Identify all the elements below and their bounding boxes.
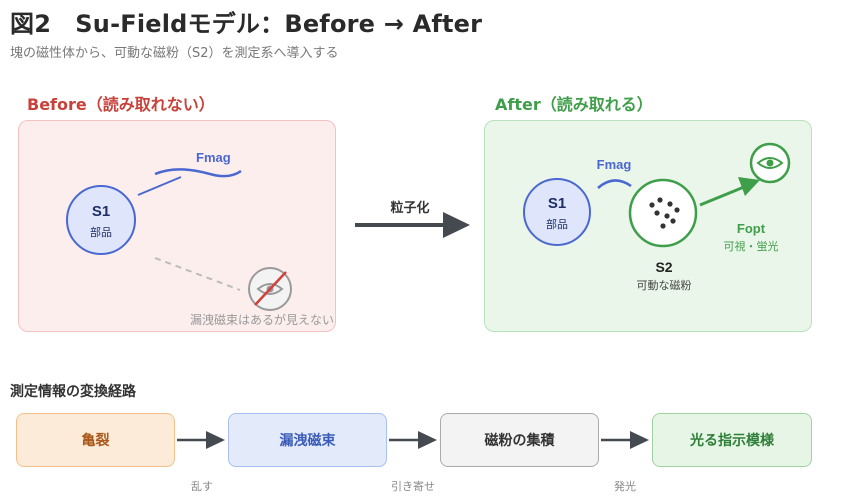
after-s2-node: S2 可動な磁粉 — [628, 178, 698, 292]
before-s1-sub: 部品 — [90, 225, 112, 239]
transition-label: 粒子化 — [390, 200, 429, 216]
flow-caption-disturb: 乱す — [191, 480, 213, 493]
flow-step-label: 漏洩磁束 — [279, 433, 336, 449]
after-s1-node: S1 部品 — [523, 178, 591, 246]
flow-step-label: 磁粉の集積 — [484, 433, 555, 449]
flow-heading: 測定情報の変換経路 — [10, 384, 136, 400]
after-fmag-label: Fmag — [597, 157, 632, 172]
after-s1-label: S1 — [548, 195, 566, 212]
crossed-eye-icon — [248, 267, 292, 311]
magnetic-particles — [649, 197, 680, 229]
after-s2-label: S2 — [655, 259, 672, 275]
eye-icon — [749, 142, 791, 184]
fopt-label: Fopt — [737, 221, 766, 236]
flow-arrow-1 — [177, 431, 225, 449]
flow-step-glowing-indication: 光る指示模様 — [652, 413, 812, 467]
before-field-link — [137, 176, 182, 196]
figure-subtitle: 塊の磁性体から、可動な磁粉（S2）を測定系へ導入する — [10, 46, 339, 61]
before-dashed-leak — [154, 257, 241, 291]
after-s2-sub: 可動な磁粉 — [637, 278, 692, 292]
flow-caption-attract: 引き寄せ — [391, 480, 435, 493]
after-heading: After（読み取れる） — [495, 95, 653, 114]
before-heading: Before（読み取れない） — [27, 95, 215, 114]
before-fmag-wave — [154, 168, 242, 178]
transition-arrow — [355, 212, 470, 238]
flow-arrow-3 — [601, 431, 649, 449]
flow-step-crack: 亀裂 — [16, 413, 175, 467]
figure-title: 図2 Su-Fieldモデル：Before → After — [10, 10, 483, 38]
flow-caption-emit: 発光 — [614, 480, 636, 493]
before-fmag-label: Fmag — [196, 150, 231, 165]
fopt-sub: 可視・蛍光 — [724, 239, 779, 253]
after-s1-sub: 部品 — [546, 217, 568, 231]
fopt-arrow — [699, 177, 760, 207]
before-s1-node: S1 部品 — [66, 185, 136, 255]
flow-step-label: 光る指示模様 — [690, 433, 774, 449]
before-s1-label: S1 — [92, 203, 110, 220]
flow-arrow-2 — [389, 431, 437, 449]
flow-step-label: 亀裂 — [81, 433, 110, 449]
before-caption: 漏洩磁束はあるが見えない — [190, 312, 334, 327]
flow-step-leakage-flux: 漏洩磁束 — [228, 413, 387, 467]
after-fmag-arc — [597, 179, 632, 189]
flow-step-particle-accumulation: 磁粉の集積 — [440, 413, 599, 467]
